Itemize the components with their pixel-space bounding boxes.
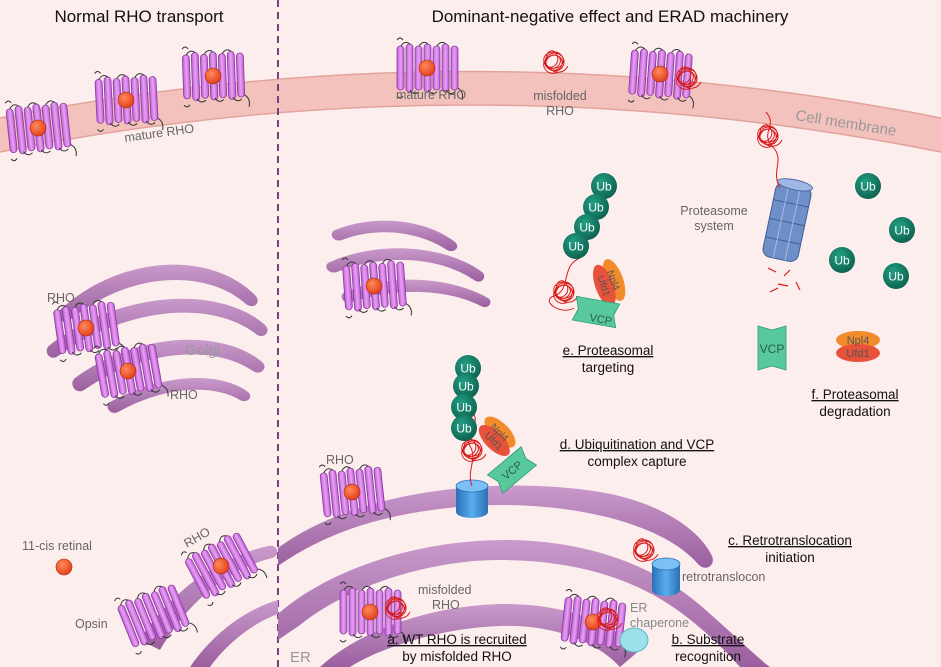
vcp-label: VCP <box>589 312 613 328</box>
er-right <box>278 485 770 667</box>
step-c-label: c. Retrotranslocation initiation <box>728 533 852 565</box>
step-b-title: b. Substrate <box>672 632 745 647</box>
rho-er-right-label: RHO <box>326 453 354 467</box>
er-chaperone-label-1: ER <box>630 601 647 615</box>
cis-retinal-molecule <box>55 558 73 576</box>
rho-golgi-label-1: RHO <box>47 291 75 305</box>
free-ub: Ub Ub Ub Ub <box>829 173 915 289</box>
step-d-title: d. Ubiquitination and VCP <box>560 437 715 452</box>
step-b-subtitle: recognition <box>675 649 741 664</box>
step-b-label: b. Substrate recognition <box>672 632 745 664</box>
retrotranslocon-channel <box>651 557 681 596</box>
ub-label: Ub <box>568 240 584 254</box>
npl4-ufd1-f: Npl4 Ufd1 <box>836 331 880 362</box>
step-e-subtitle: targeting <box>582 360 635 375</box>
ub-label: Ub <box>860 180 876 194</box>
step-f-subtitle: degradation <box>819 404 890 419</box>
step-c-title: c. Retrotranslocation <box>728 533 852 548</box>
rho-golgi-label-2: RHO <box>170 388 198 402</box>
ub-chain-d: Ub Ub Ub Ub <box>451 355 481 441</box>
vcp-e: VCP <box>571 295 621 329</box>
step-e-title: e. Proteasomal <box>563 343 654 358</box>
step-f-title: f. Proteasomal <box>811 387 898 402</box>
peptide-fragments <box>767 267 801 293</box>
er-chaperone-label-2: chaperone <box>630 616 689 630</box>
step-e-label: e. Proteasomal targeting <box>563 343 654 375</box>
ub-label: Ub <box>456 422 472 436</box>
ub-label: Ub <box>894 224 910 238</box>
ub-label: Ub <box>456 401 472 415</box>
cis-retinal-label: 11-cis retinal <box>22 539 92 553</box>
ub-label: Ub <box>460 362 476 376</box>
er-chaperone-shape <box>619 627 649 653</box>
ub-label: Ub <box>579 221 595 235</box>
ub-label: Ub <box>888 270 904 284</box>
misfolded-rho-er-label-1: misfolded <box>418 583 472 597</box>
misfolded-rho-top-label-1: misfolded <box>533 89 587 103</box>
step-a-subtitle: by misfolded RHO <box>402 649 512 664</box>
step-f-label: f. Proteasomal degradation <box>811 387 898 419</box>
ub-label: Ub <box>458 380 474 394</box>
proteasome-label-1: Proteasome <box>680 204 747 218</box>
step-a-label: a. WT RHO is recruited by misfolded RHO <box>387 632 526 664</box>
ub-label: Ub <box>588 201 604 215</box>
step-c-subtitle: initiation <box>765 550 815 565</box>
proteasome-barrel <box>762 178 813 262</box>
vcp-d: VCP <box>486 446 538 494</box>
ufd1-label: Ufd1 <box>846 348 869 360</box>
left-panel-title: Normal RHO transport <box>54 7 223 26</box>
npl4-ufd1-e: Npl4 Ufd1 <box>593 259 626 307</box>
vcp-f <box>757 325 787 371</box>
ub-label: Ub <box>834 254 850 268</box>
opsin-label: Opsin <box>75 617 108 631</box>
golgi-left <box>46 264 268 413</box>
right-panel-title: Dominant-negative effect and ERAD machin… <box>432 7 789 26</box>
ub-chain-e: Ub Ub Ub Ub <box>563 173 617 259</box>
golgi-label: Golgi <box>185 342 220 359</box>
proteasome-label-2: system <box>694 219 734 233</box>
step-d-label: d. Ubiquitination and VCP complex captur… <box>560 437 715 469</box>
ub-label: Ub <box>596 180 612 194</box>
vcp-label: VCP <box>760 342 785 356</box>
npl4-ufd1-d: Npl4 Ufd1 <box>478 416 516 456</box>
mature-rho-right-label: mature RHO <box>396 88 466 102</box>
retrotranslocon-label: retrotranslocon <box>682 570 765 584</box>
step-a-title: a. WT RHO is recruited <box>387 632 526 647</box>
er-label: ER <box>290 649 311 666</box>
misfolded-rho-er-label-2: RHO <box>432 598 460 612</box>
npl4-label: Npl4 <box>847 335 870 347</box>
misfolded-rho-top-label-2: RHO <box>546 104 574 118</box>
step-d-subtitle: complex capture <box>587 454 686 469</box>
